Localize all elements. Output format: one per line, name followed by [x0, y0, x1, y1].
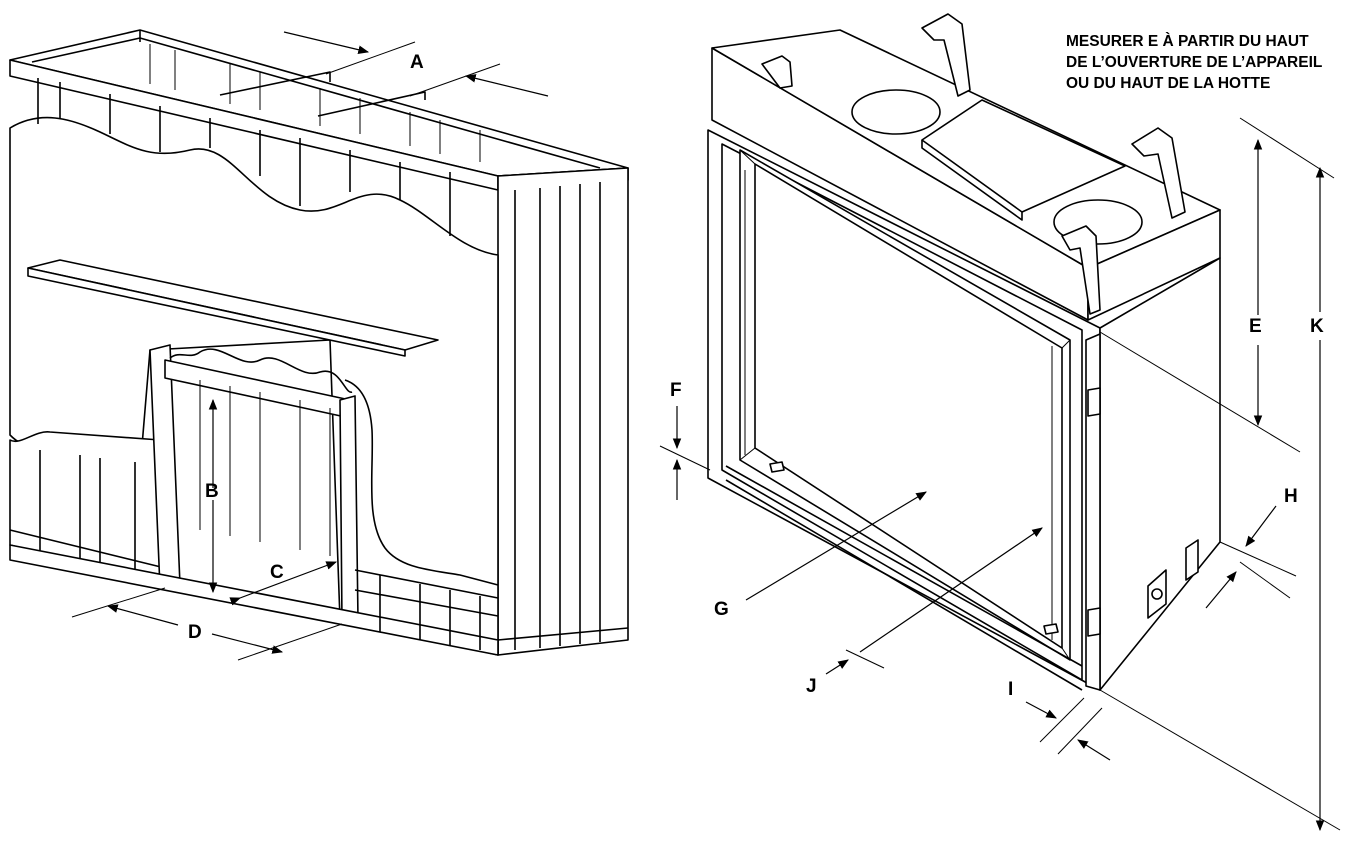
dimension-d: D — [71, 587, 343, 661]
label-j: J — [806, 676, 817, 697]
label-g: G — [714, 599, 729, 620]
note-line-2: DE L’OUVERTURE DE L’APPAREIL — [1066, 54, 1322, 71]
dimension-f: F — [659, 380, 711, 500]
label-d: D — [188, 622, 202, 643]
label-h: H — [1284, 486, 1298, 507]
dimension-i: I — [1008, 679, 1111, 761]
framing-lower — [9, 344, 499, 656]
dimension-a: A — [283, 31, 549, 97]
standoff-bracket-1 — [921, 13, 971, 97]
note-line-1: MESURER E À PARTIR DU HAUT — [1066, 33, 1309, 50]
label-c: C — [270, 562, 284, 583]
label-f: F — [670, 380, 682, 401]
label-e: E — [1249, 316, 1262, 337]
dimension-g: G — [714, 491, 927, 620]
dimension-k: K — [1099, 166, 1341, 832]
fireplace-unit-drawing: E K F G J — [659, 13, 1341, 832]
mantel-shelf — [27, 259, 439, 357]
fireplace-side-panel — [1085, 257, 1221, 691]
standoff-bracket-2 — [1131, 127, 1186, 219]
hinge-upper — [1087, 387, 1101, 417]
framing-top-header — [9, 29, 629, 191]
measurement-note: MESURER E À PARTIR DU HAUT DE L’OUVERTUR… — [1066, 33, 1322, 92]
standoff-bracket-4 — [761, 55, 793, 89]
note-line-3: OU DU HAUT DE LA HOTTE — [1066, 75, 1270, 92]
fireplace-hood — [711, 13, 1221, 321]
label-k: K — [1310, 316, 1324, 337]
hinge-lower — [1087, 607, 1101, 637]
dimension-j: J — [806, 527, 1043, 697]
wall-framing-drawing: A B C D — [9, 29, 629, 661]
dimension-h: H — [1205, 486, 1298, 609]
vent-collar-rear — [851, 89, 941, 135]
label-b: B — [205, 481, 219, 502]
dimension-c: C — [229, 561, 338, 606]
framing-right-end — [497, 167, 629, 656]
fireplace-front-frame — [707, 129, 1101, 691]
dimension-b: B — [205, 398, 219, 594]
junction-box — [1147, 569, 1167, 619]
standoff-bracket-3 — [1061, 225, 1101, 315]
label-i: I — [1008, 679, 1013, 700]
vent-collar-front — [1053, 199, 1143, 245]
label-a: A — [410, 52, 424, 73]
